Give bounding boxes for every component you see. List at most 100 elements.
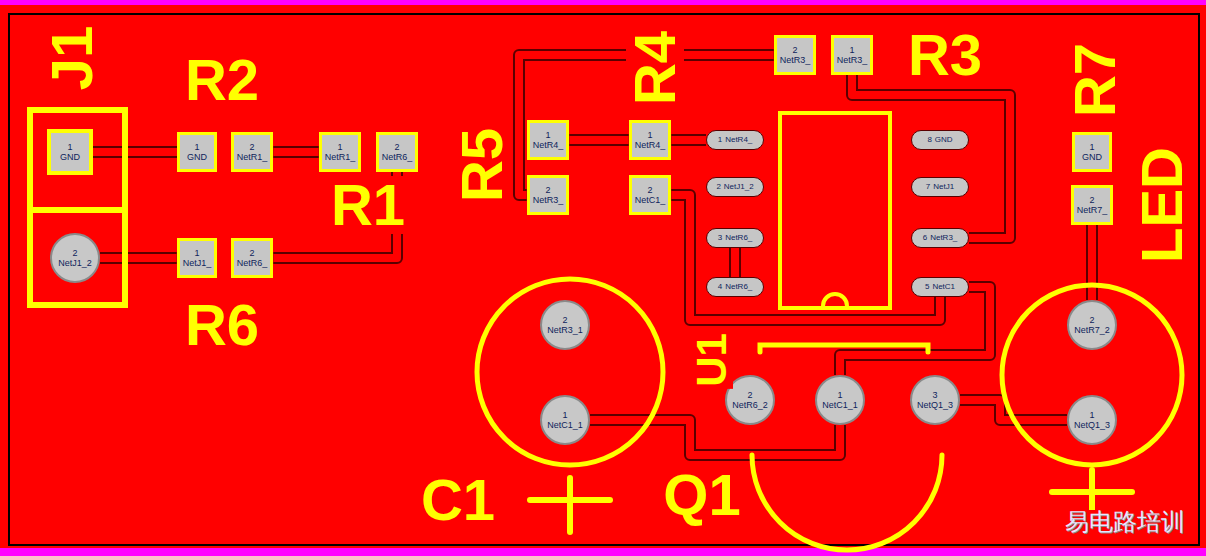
- through-hole-pad: 2NetR3_1: [540, 300, 590, 350]
- trace-clearance: [590, 420, 840, 455]
- net-name: GND: [1082, 152, 1102, 162]
- net-name: NetR1_: [325, 152, 356, 162]
- pin-number: 1: [1089, 142, 1094, 152]
- trace-copper: [1088, 225, 1096, 300]
- copper-trace: [100, 258, 177, 259]
- copper-trace: [735, 248, 736, 277]
- ic-pin-pad: 1NetR4_: [706, 130, 764, 150]
- trace-clearance: [729, 248, 741, 277]
- trace-clearance: [1086, 225, 1098, 300]
- smd-pad: 1NetR4_: [527, 120, 570, 160]
- ic-pin-pad: 3NetR6_: [706, 228, 764, 248]
- smd-pad: 2NetR1_: [231, 132, 274, 172]
- smd-pad: 1NetR4_: [629, 120, 672, 160]
- net-name: NetR3_1: [547, 325, 583, 335]
- designator-label: R5: [453, 126, 511, 204]
- pin-number: 2: [249, 248, 254, 258]
- pin-number: 3: [932, 390, 937, 400]
- net-name: NetR3_: [780, 55, 811, 65]
- designator-label: R3: [906, 26, 984, 84]
- pin-number: 1: [337, 142, 342, 152]
- designator-label: R7: [1066, 41, 1124, 119]
- pin-number: 2: [747, 390, 752, 400]
- pin-number: 3: [718, 233, 722, 242]
- net-name: NetR1_: [237, 152, 268, 162]
- smd-pad: 1GND: [1072, 132, 1112, 172]
- pin-number: 8: [927, 135, 931, 144]
- trace-clearance: [273, 146, 318, 158]
- copper-trace: [852, 75, 1010, 238]
- designator-label: Q1: [661, 466, 742, 524]
- board-outline: [9, 14, 1199, 545]
- smd-pad: 2NetR3_: [774, 35, 817, 75]
- copper-trace: [590, 420, 840, 455]
- designator-label: R1: [329, 176, 407, 234]
- through-hole-pad: 2NetR7_2: [1067, 300, 1117, 350]
- net-name: NetJ1: [933, 182, 954, 191]
- pin-number: 7: [926, 182, 930, 191]
- trace-copper: [100, 254, 177, 262]
- net-name: NetC1_1: [822, 400, 858, 410]
- designator-label: R6: [183, 296, 261, 354]
- copper-trace: [273, 152, 318, 153]
- copper-trace: [840, 287, 990, 375]
- ic-notch: [823, 294, 847, 306]
- led-outline: [1002, 285, 1182, 465]
- net-name: NetR6_: [725, 282, 752, 291]
- pin-number: 1: [545, 130, 550, 140]
- pin-number: 1: [718, 135, 722, 144]
- net-name: GND: [935, 135, 953, 144]
- net-name: NetJ1_2: [58, 258, 92, 268]
- net-name: NetR7_: [1077, 205, 1108, 215]
- smd-pad: 2NetR7_: [1071, 185, 1114, 225]
- pin-number: 2: [716, 182, 720, 191]
- pin-number: 2: [562, 315, 567, 325]
- trace-copper: [840, 287, 990, 375]
- through-hole-pad: 3NetQ1_3: [910, 375, 960, 425]
- ic-pin-pad: 5NetC1: [911, 277, 969, 297]
- trace-copper: [590, 420, 840, 455]
- net-name: NetR7_2: [1074, 325, 1110, 335]
- ic-outline: [780, 113, 890, 308]
- net-name: NetJ1_: [183, 258, 212, 268]
- pin-number: 2: [394, 142, 399, 152]
- pin-number: 5: [925, 282, 929, 291]
- trace-copper: [273, 148, 318, 156]
- pin-number: 1: [837, 390, 842, 400]
- trace-clearance: [569, 134, 628, 146]
- trace-clearance: [840, 287, 990, 375]
- smd-pad: 2NetR3_: [527, 175, 570, 215]
- smd-pad: 1NetJ1_: [177, 238, 218, 278]
- board-edge: [0, 0, 1206, 5]
- trace-copper: [93, 148, 177, 156]
- copper-trace: [1092, 225, 1093, 300]
- pin-number: 2: [545, 185, 550, 195]
- trace-copper: [569, 136, 628, 144]
- net-name: NetR4_: [533, 140, 564, 150]
- pin-number: 1: [562, 410, 567, 420]
- copper-trace: [93, 152, 177, 153]
- pin-number: 2: [1089, 195, 1094, 205]
- net-name: NetQ1_3: [1074, 420, 1110, 430]
- smd-pad: 2NetC1_: [629, 175, 672, 215]
- transistor-outline: [760, 345, 928, 352]
- watermark: 易电路培训: [1063, 510, 1187, 534]
- net-name: NetR4_: [635, 140, 666, 150]
- polarity-mark: [567, 478, 573, 532]
- designator-label: R2: [183, 51, 261, 109]
- copper-trace: [569, 140, 628, 141]
- trace-clearance: [671, 134, 706, 146]
- ic-pin-pad: 4NetR6_: [706, 277, 764, 297]
- through-hole-pad: 1NetC1_1: [540, 395, 590, 445]
- trace-clearance: [100, 252, 177, 264]
- ic-pin-pad: 8 GND: [911, 130, 969, 150]
- pin-number: 6: [923, 233, 927, 242]
- copper-trace: [671, 195, 940, 320]
- net-name: NetR3_: [533, 195, 564, 205]
- designator-label: R4: [626, 29, 684, 107]
- net-name: NetR6_: [725, 233, 752, 242]
- copper-trace: [671, 140, 706, 141]
- net-name: NetR4_: [725, 135, 752, 144]
